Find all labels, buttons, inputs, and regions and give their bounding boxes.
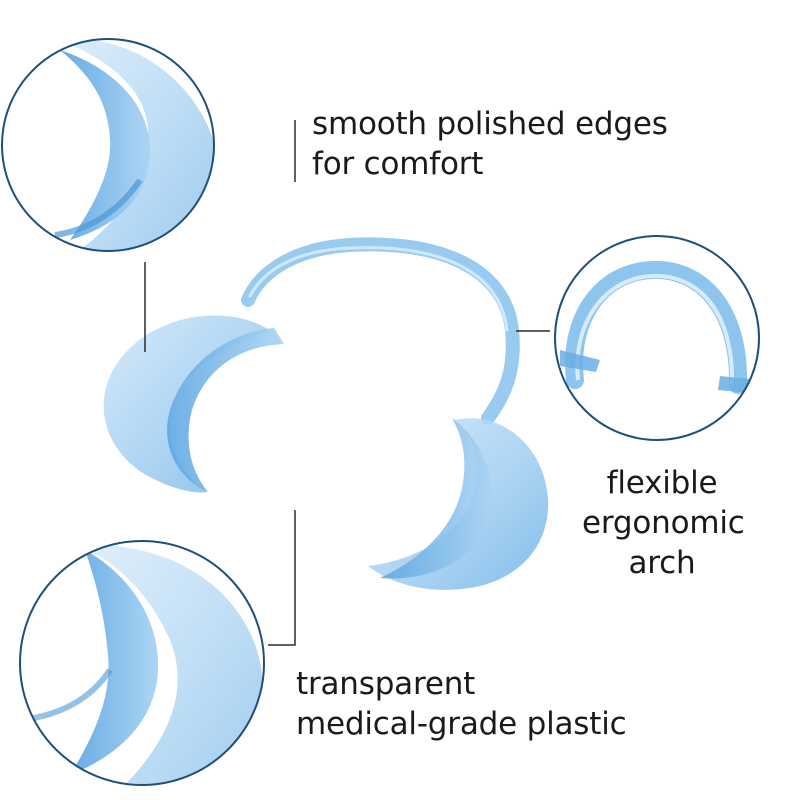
caption-flexible-arch: flexible ergonomic arch (582, 463, 745, 583)
detail-circle-material (19, 540, 265, 786)
caption-flexible-arch-line2: ergonomic (582, 505, 745, 541)
detail-circle-arch (554, 235, 760, 441)
caption-polished-edges-line1: smooth polished edges (312, 106, 668, 142)
caption-material-line2: medical-grade plastic (296, 706, 627, 742)
caption-flexible-arch-line1: flexible (606, 465, 718, 501)
detail-circle-edges (1, 38, 215, 252)
right-cup (368, 418, 549, 590)
retractor-arch (241, 237, 520, 425)
left-cup (103, 315, 271, 493)
leader-lines (144, 120, 550, 646)
caption-material: transparent medical-grade plastic (296, 664, 627, 744)
cheek-retractor (103, 237, 549, 590)
caption-flexible-arch-line3: arch (628, 545, 696, 581)
caption-polished-edges: smooth polished edges for comfort (312, 104, 668, 184)
caption-material-line1: transparent (296, 666, 476, 702)
leader-line-material-left (268, 510, 296, 646)
caption-polished-edges-line2: for comfort (312, 146, 484, 182)
